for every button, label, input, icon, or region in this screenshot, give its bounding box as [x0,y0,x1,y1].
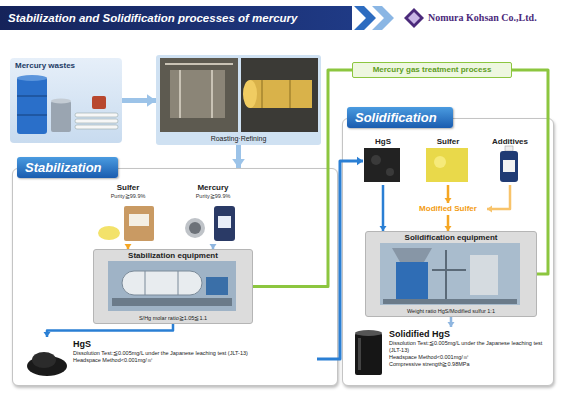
logo-emblem [408,12,420,24]
gas-process-box: Mercury gas treatment process [352,62,512,78]
logo-emblem [404,8,424,28]
node-title: Solidification equipment [405,233,498,243]
connector-line [236,145,241,168]
node-note: Dissolution Test:≦0.005mg/L under the Ja… [73,350,315,357]
equipment-box: Stabilization equipmentS/Hg molar ratio≧… [93,249,253,324]
node-note: Purity≧99.9% [111,193,146,200]
stage-panel: SolidificationHgSSulferAdditivesModified… [342,118,554,386]
node-title: Solidification [347,107,453,128]
arrow-head [232,159,245,168]
connector-line [122,98,156,103]
title-chevrons [354,6,424,30]
material-item: MercuryPurity≧99.9% [183,183,243,245]
node-note: Compressive strength≧0.98MPa [389,361,549,368]
node-note: Purity≧99.9% [196,193,231,200]
chevron [372,6,394,30]
company-name: Nomura Kohsan Co.,Ltd. [428,12,537,23]
node-title: HgS [73,339,315,350]
material-item: Additives [485,137,535,185]
arrow-head [147,94,156,107]
node-title: HgS [375,137,391,147]
flow-connector [122,94,156,107]
process-box: Roasting·Refining [156,55,321,145]
node-note: S/Hg molar ratio≧1.05≦1.1 [139,314,207,322]
node-title: Sulfer [437,137,460,147]
chevron [354,6,376,30]
node-title: Additives [492,137,528,147]
node-title: Stabilization equipment [128,251,218,261]
material-item: Sulfer [425,137,471,185]
node-title: Modified Sulfer [419,204,477,214]
product-item: Solidified HgSDissolution Test:≦0.005mg/… [351,327,551,383]
flow-connector [232,145,245,168]
product-item: HgSDissolution Test:≦0.005mg/L under the… [27,337,317,381]
intermediate-label: Modified Sulfer [409,203,487,215]
material-item: SulferPurity≧99.9% [98,183,158,245]
source-box: Mercury wastes [10,58,122,143]
node-title: Solidified HgS [389,329,549,340]
material-item: HgS [363,137,403,185]
node-note: Weight ratio HgS/Modified sulfur 1:1 [407,307,495,315]
stage-panel: StabilizationSulferPurity≧99.9%MercuryPu… [12,168,338,386]
node-title: Stabilization [17,157,118,178]
node-title: Sulfer [117,183,140,193]
node-note: Headspace Method<0.001mg/㎥ [389,354,549,361]
equipment-box: Solidification equipmentWeight ratio HgS… [365,231,537,317]
title-band: Stabilization and Solidification process… [0,6,352,30]
company-logo: Nomura Kohsan Co.,Ltd. [428,11,537,25]
node-title: Roasting·Refining [211,134,267,143]
title-text: Stabilization and Solidification process… [8,12,297,24]
node-title: Mercury [197,183,228,193]
node-note: Headspace Method<0.001mg/㎥ [73,357,315,364]
node-note: Dissolution Test:≦0.005mg/L under the Ja… [389,340,549,354]
node-title: Mercury wastes [15,61,117,71]
node-title: Mercury gas treatment process [373,65,492,75]
